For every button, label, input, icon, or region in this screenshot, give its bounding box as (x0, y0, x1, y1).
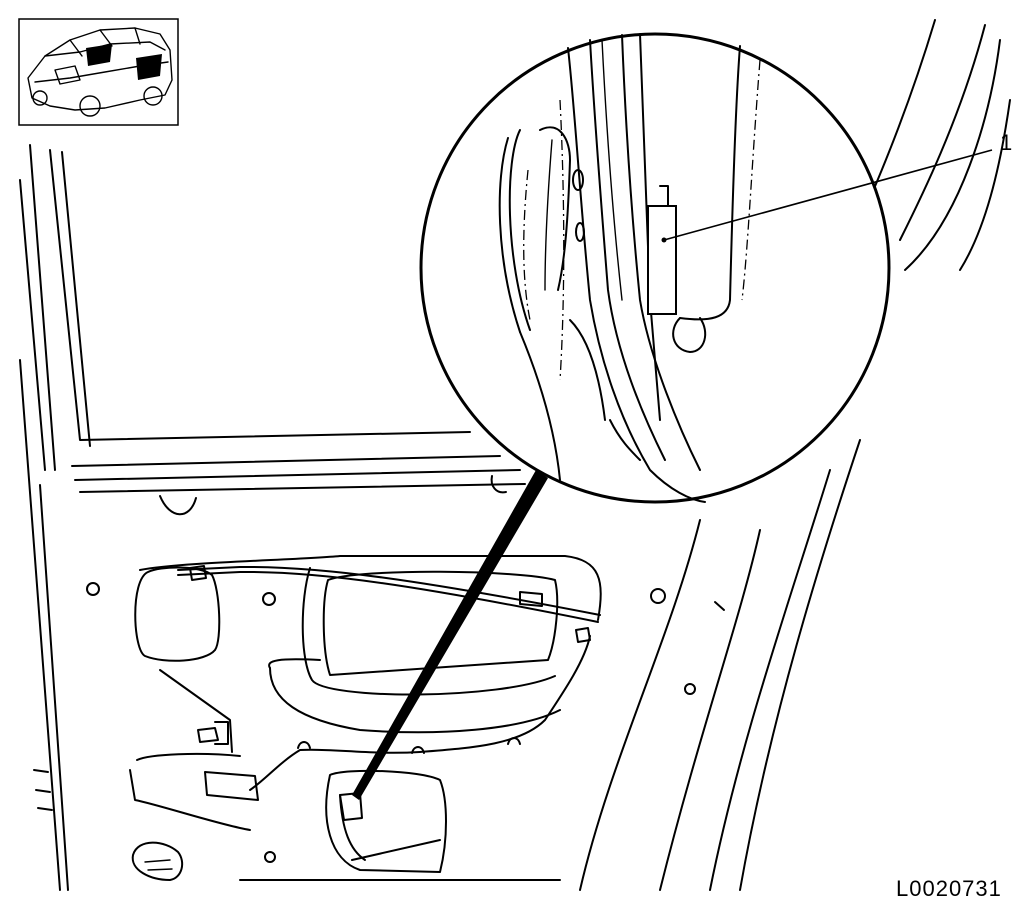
callout-1-anchor-dot (661, 237, 667, 243)
door-window-frame (19, 144, 526, 891)
vehicle-locator-thumbnail (18, 18, 179, 126)
document-id: L0020731 (896, 876, 1002, 901)
component-1-module (647, 205, 677, 315)
door-cables (177, 565, 601, 791)
detail-magnification-circle (419, 32, 891, 504)
inner-door-panel (86, 555, 696, 881)
callout-1-leader (663, 149, 993, 241)
callout-label-1: 1 (1000, 130, 1013, 155)
detail-pointer (352, 470, 548, 800)
